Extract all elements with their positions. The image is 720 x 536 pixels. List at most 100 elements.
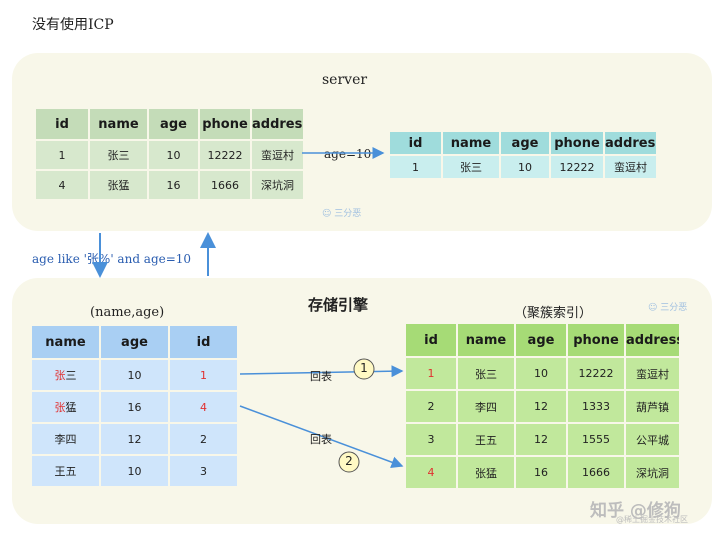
name-rest: 三 — [65, 369, 77, 382]
table-cell: 张猛 — [458, 457, 514, 488]
query-label: age like '张%' and age=10 — [32, 252, 192, 266]
column-header: age — [101, 326, 168, 358]
step-1-number: 1 — [360, 361, 368, 375]
table-cell: 深坑洞 — [626, 457, 679, 488]
table-cell: 张猛 — [90, 171, 147, 199]
column-header: age — [516, 324, 566, 356]
watermark-face-icon: ☺ — [322, 209, 332, 219]
step-2-number: 2 — [345, 454, 353, 468]
table-cell: 葫芦镇 — [626, 391, 679, 422]
column-header: phone — [200, 109, 250, 139]
table-cell: 公平城 — [626, 424, 679, 455]
table-cell: 10 — [501, 156, 549, 178]
table-cell: 3 — [170, 456, 237, 486]
engine-label: 存储引擎 — [308, 296, 369, 314]
clustered-index-caption: （聚簇索引） — [514, 306, 593, 321]
table-cell: 2 — [406, 391, 456, 422]
column-header: phone — [551, 132, 603, 154]
table-cell: 16 — [149, 171, 198, 199]
brand-sub-watermark: @稀土掘金技术社区 — [616, 515, 688, 524]
column-header: id — [170, 326, 237, 358]
column-header: name — [443, 132, 499, 154]
table-cell: 1 — [170, 360, 237, 390]
table-cell: 张三 — [90, 141, 147, 169]
table-cell: 1 — [390, 156, 441, 178]
column-header: name — [90, 109, 147, 139]
table-cell: 4 — [36, 171, 88, 199]
small-watermark-2: ☺ 三分恶 — [648, 303, 688, 313]
table-cell: 12 — [516, 424, 566, 455]
lookup-2-label: 回表 — [310, 433, 332, 446]
column-header: address — [605, 132, 656, 154]
matched-prefix: 张 — [54, 369, 66, 382]
table-cell: 10 — [516, 358, 566, 389]
table-cell: 12 — [516, 391, 566, 422]
table-cell: 4 — [406, 457, 456, 488]
table-cell: 16 — [101, 392, 168, 422]
table-cell: 蛮逗村 — [605, 156, 656, 178]
secondary-index-caption: (name,age) — [90, 305, 165, 320]
column-header: address — [252, 109, 303, 139]
table-cell: 10 — [149, 141, 198, 169]
table-cell: 1666 — [568, 457, 624, 488]
column-header: id — [36, 109, 88, 139]
column-header: name — [32, 326, 99, 358]
table-cell: 张猛 — [32, 392, 99, 422]
column-header: age — [149, 109, 198, 139]
step-2-circle — [338, 451, 360, 473]
small-watermark-1: ☺ 三分恶 — [322, 209, 362, 219]
table-cell: 张三 — [443, 156, 499, 178]
lookup-arrow-2 — [239, 405, 404, 468]
table-cell: 1666 — [200, 171, 250, 199]
table-cell: 3 — [406, 424, 456, 455]
column-header: phone — [568, 324, 624, 356]
lookup-1-label: 回表 — [310, 370, 332, 383]
table-cell: 1333 — [568, 391, 624, 422]
table-cell: 1 — [36, 141, 88, 169]
table-cell: 12222 — [568, 358, 624, 389]
brand-watermark: 知乎 @修狗 — [590, 501, 681, 521]
watermark-face-icon: ☺ — [648, 303, 658, 313]
column-header: name — [458, 324, 514, 356]
server-label: server — [322, 72, 368, 88]
column-header: address — [626, 324, 679, 356]
table-cell: 张三 — [458, 358, 514, 389]
table-cell: 12 — [101, 424, 168, 454]
table-cell: 李四 — [32, 424, 99, 454]
table-cell: 2 — [170, 424, 237, 454]
filter-label: age=10 — [324, 147, 372, 161]
server-table: idnameagephoneaddress1张三1012222蛮逗村4张猛161… — [34, 107, 305, 201]
table-cell: 李四 — [458, 391, 514, 422]
step-1-circle — [353, 358, 375, 380]
table-cell: 10 — [101, 456, 168, 486]
table-cell: 10 — [101, 360, 168, 390]
matched-prefix: 张 — [54, 401, 66, 414]
table-cell: 张三 — [32, 360, 99, 390]
column-header: id — [406, 324, 456, 356]
diagram-title: 没有使用ICP — [32, 17, 114, 33]
table-cell: 深坑洞 — [252, 171, 303, 199]
name-rest: 猛 — [65, 401, 77, 414]
table-cell: 1 — [406, 358, 456, 389]
column-header: id — [390, 132, 441, 154]
table-cell: 12222 — [551, 156, 603, 178]
table-cell: 蛮逗村 — [252, 141, 303, 169]
lookup-arrow-1 — [239, 365, 404, 378]
